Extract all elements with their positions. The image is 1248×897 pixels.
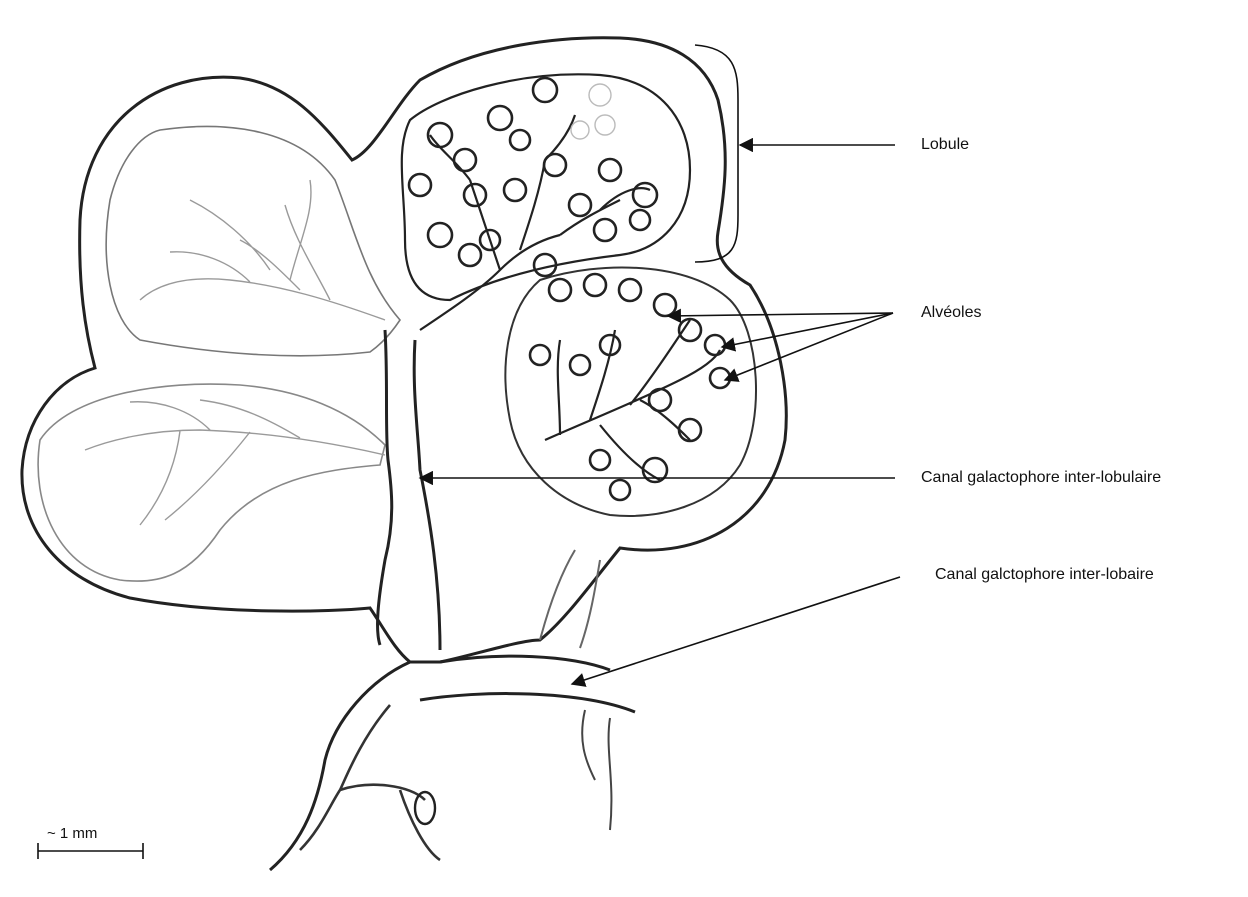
arrow-interlobar: [572, 577, 900, 684]
label-alveoles: Alvéoles: [921, 304, 981, 322]
duct-cut-end: [415, 792, 435, 824]
scale-bar: [38, 843, 143, 859]
scale-bar-label: ~ 1 mm: [47, 825, 97, 842]
label-lobule: Lobule: [921, 136, 969, 154]
lobule-upper-left: [106, 127, 400, 356]
lobule-upper-right: [402, 74, 690, 300]
interlobular-duct-left-wall: [378, 330, 392, 645]
lobe-outline: [22, 38, 786, 662]
alveoli-lower-right: [530, 274, 730, 500]
arrow-alveole-1: [668, 313, 893, 316]
interlobular-duct-right-wall: [414, 340, 440, 650]
interlobar-duct-lower: [420, 656, 635, 712]
label-canal-interlobaire: Canal galctophore inter-lobaire: [935, 566, 1154, 584]
interlobar-duct-upper: [270, 662, 410, 870]
arrow-alveole-3: [725, 313, 893, 380]
faint-alveoli: [571, 84, 615, 139]
duct-right-descending: [582, 710, 611, 830]
lobule-bracket: [695, 45, 738, 262]
ductules-lower-left: [85, 400, 385, 525]
ductules-lower-right: [545, 320, 720, 480]
ductules-upper-left: [140, 180, 385, 320]
lobule-lower-left: [38, 384, 385, 581]
label-canal-interlobulaire: Canal galactophore inter-lobulaire: [921, 469, 1161, 487]
